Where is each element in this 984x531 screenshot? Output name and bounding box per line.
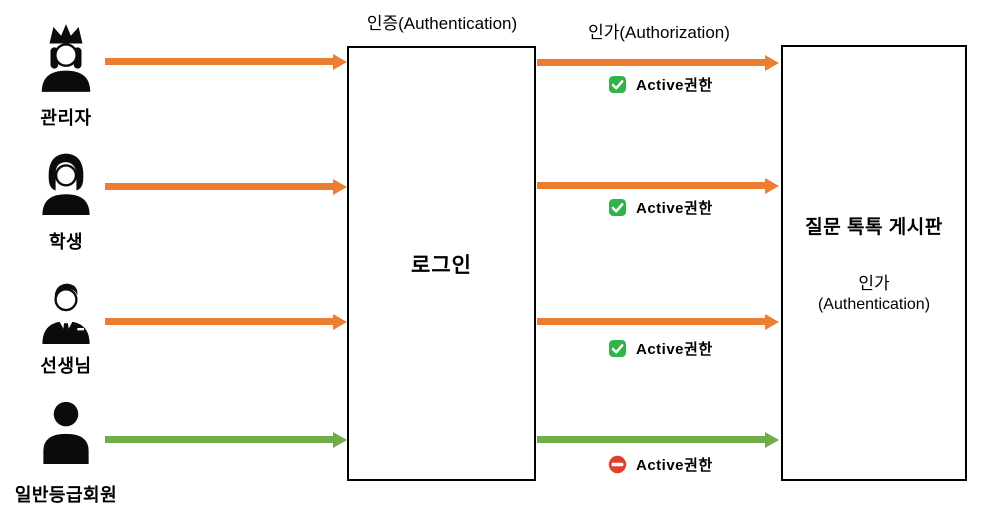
login-box-label: 로그인 bbox=[411, 253, 472, 277]
actor-label-student: 학생 bbox=[48, 232, 84, 252]
login-box: 로그인 bbox=[347, 46, 536, 481]
actor-label-teacher: 선생님 bbox=[40, 356, 92, 376]
arrow-teacher-to-board bbox=[537, 314, 779, 330]
arrow-admin-to-login bbox=[105, 54, 347, 70]
board-box: 질문 톡톡 게시판 인가 (Authentication) bbox=[781, 45, 967, 481]
board-box-title: 질문 톡톡 게시판 bbox=[805, 217, 943, 238]
check-icon bbox=[608, 198, 627, 216]
board-box-subtitle-en: (Authentication) bbox=[817, 296, 931, 313]
arrow-member-to-board bbox=[537, 432, 779, 448]
actor-label-member: 일반등급회원 bbox=[14, 485, 118, 505]
check-icon bbox=[608, 339, 627, 357]
admin-crown-user-icon bbox=[35, 21, 97, 93]
check-icon bbox=[608, 75, 627, 93]
permission-badge-label: Active권한 bbox=[636, 199, 713, 217]
member-user-icon bbox=[35, 399, 97, 465]
arrow-member-to-login bbox=[105, 432, 347, 448]
permission-badge-teacher: Active권한 bbox=[608, 337, 713, 359]
authentication-header: 인증(Authentication) bbox=[366, 14, 518, 33]
arrow-teacher-to-login bbox=[105, 314, 347, 330]
student-user-icon bbox=[35, 148, 97, 216]
permission-badge-label: Active권한 bbox=[636, 76, 713, 94]
permission-badge-member: Active권한 bbox=[608, 453, 713, 475]
permission-badge-admin: Active권한 bbox=[608, 73, 713, 95]
permission-badge-label: Active권한 bbox=[636, 456, 713, 474]
permission-badge-label: Active권한 bbox=[636, 340, 713, 358]
teacher-user-icon bbox=[35, 277, 97, 345]
permission-badge-student: Active권한 bbox=[608, 196, 713, 218]
arrow-student-to-board bbox=[537, 178, 779, 194]
arrow-admin-to-board bbox=[537, 55, 779, 71]
arrow-student-to-login bbox=[105, 179, 347, 195]
actor-label-admin: 관리자 bbox=[40, 108, 92, 128]
authorization-header: 인가(Authorization) bbox=[588, 23, 730, 42]
no-entry-icon bbox=[608, 455, 627, 473]
board-box-subtitle: 인가 bbox=[858, 274, 890, 293]
